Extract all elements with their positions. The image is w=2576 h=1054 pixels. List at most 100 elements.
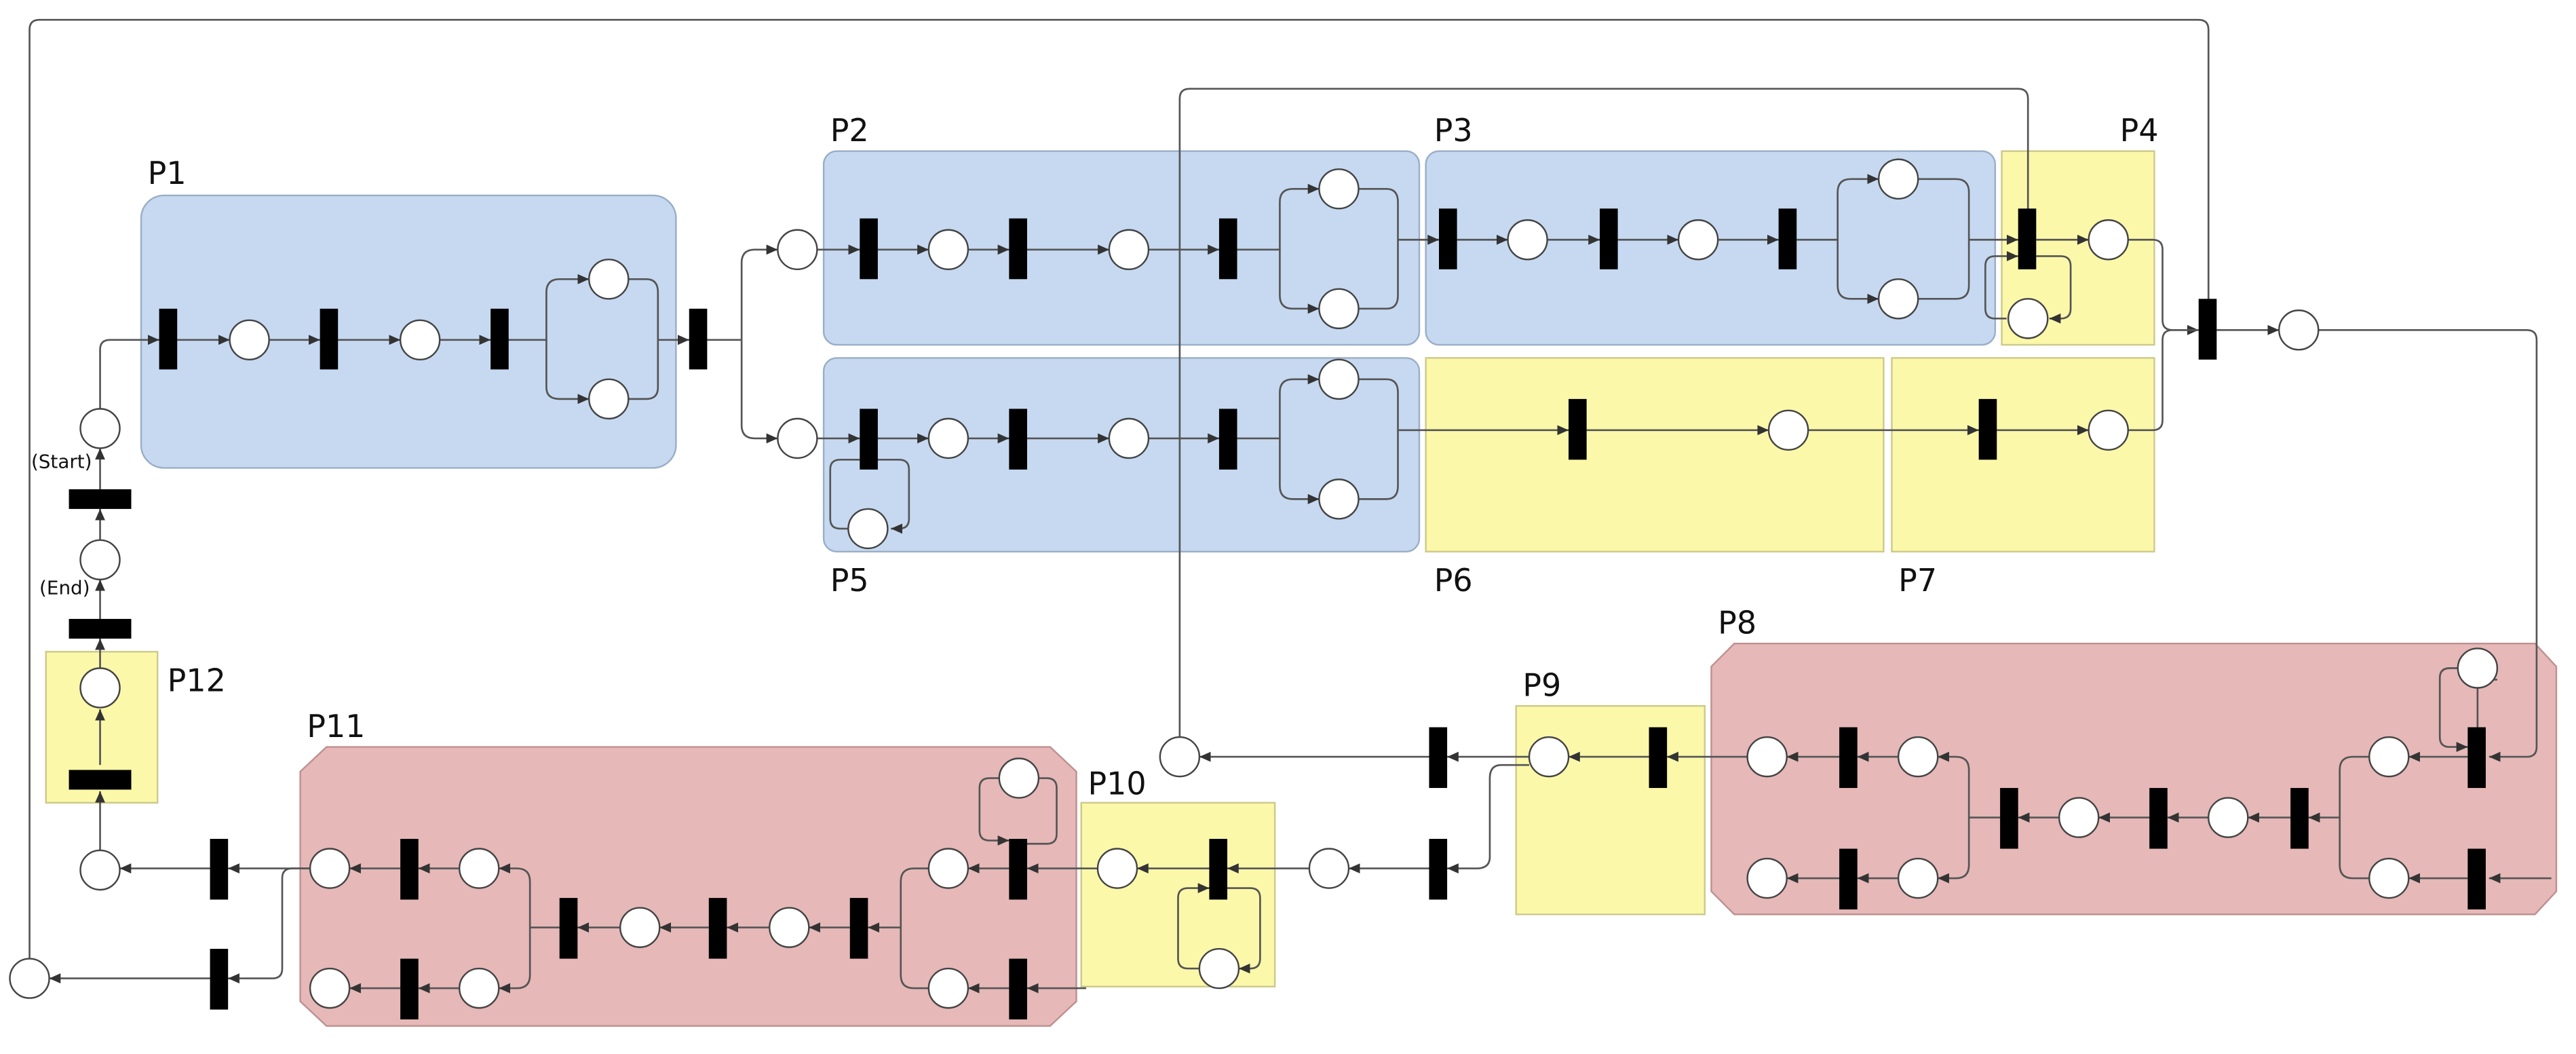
transition [860,409,878,470]
transition [1218,409,1237,470]
place [1677,219,1719,261]
transition [1649,727,1668,789]
region-labels: P1 P2 P3 P4 P5 P6 P7 P8 P9 P10 P11 P12 (… [31,112,2159,802]
transition [2198,299,2217,360]
label-p2: P2 [830,112,869,149]
place [399,319,441,361]
place [927,229,969,271]
region-p11 [299,746,1077,1027]
transition [2149,788,2168,849]
label-p8: P8 [1718,605,1756,641]
place [1767,409,1809,451]
place [1108,229,1150,271]
transition [1009,409,1027,470]
transition [559,898,578,959]
transition [320,308,339,370]
place [1159,736,1201,778]
transition [400,839,419,900]
place [1897,857,1939,899]
label-p6: P6 [1434,562,1473,599]
transition [69,770,132,790]
place [847,508,889,550]
place [309,967,351,1009]
transition [1839,727,1858,789]
transition [1009,839,1027,900]
label-p11: P11 [307,708,365,745]
place [927,417,969,459]
transition [210,839,229,900]
place [229,319,270,361]
transition [491,308,509,370]
label-p10: P10 [1088,766,1146,802]
label-end: (End) [39,577,90,599]
place [1746,736,1788,778]
place [769,907,810,948]
place [2457,647,2499,689]
place [1528,736,1570,778]
transition [400,958,419,1020]
place [1308,848,1350,889]
place [1507,219,1548,261]
transition [1009,958,1027,1020]
label-p4: P4 [2120,112,2159,149]
label-p12: P12 [168,662,226,698]
place [2208,797,2249,838]
place [619,907,661,948]
transition [708,898,727,959]
place [2058,797,2100,838]
transition [689,308,708,370]
places [9,158,2499,1009]
transition [2467,727,2486,789]
label-start: (Start) [31,450,92,472]
place [588,378,630,420]
transition [849,898,868,959]
transition [1600,208,1618,269]
label-p7: P7 [1898,562,1937,599]
transition [1429,839,1448,900]
place [998,757,1040,799]
transition [860,218,878,280]
transition [159,308,178,370]
place [79,408,121,449]
place [9,958,50,999]
region-p8 [1710,643,2558,916]
transition [69,618,132,639]
transition [1978,398,1997,460]
place [1318,168,1360,210]
place [2278,309,2320,351]
transition [1218,218,1237,280]
place [458,967,500,1009]
transition [1438,208,1457,269]
place [79,849,121,891]
arcs [28,18,2552,994]
place [2088,219,2129,261]
place [777,229,818,271]
transition [1429,727,1448,789]
place [1108,417,1150,459]
transition [1778,208,1797,269]
place [1318,358,1360,400]
transition [1839,848,1858,910]
transition [1209,839,1228,900]
place [1198,947,1240,990]
transition [1009,218,1027,280]
label-p5: P5 [830,562,869,599]
transition [69,489,132,509]
transition [2290,788,2309,849]
place [79,539,121,581]
place [1318,478,1360,520]
transitions [69,208,2486,1020]
label-p9: P9 [1522,667,1561,704]
place [777,417,818,459]
place [2368,736,2410,778]
label-p1: P1 [148,155,187,191]
place [927,967,969,1009]
place [2088,409,2129,451]
place [309,848,351,889]
place [927,848,969,889]
transition [2000,788,2018,849]
place [2368,857,2410,899]
place [1746,857,1788,899]
place [2007,298,2049,339]
